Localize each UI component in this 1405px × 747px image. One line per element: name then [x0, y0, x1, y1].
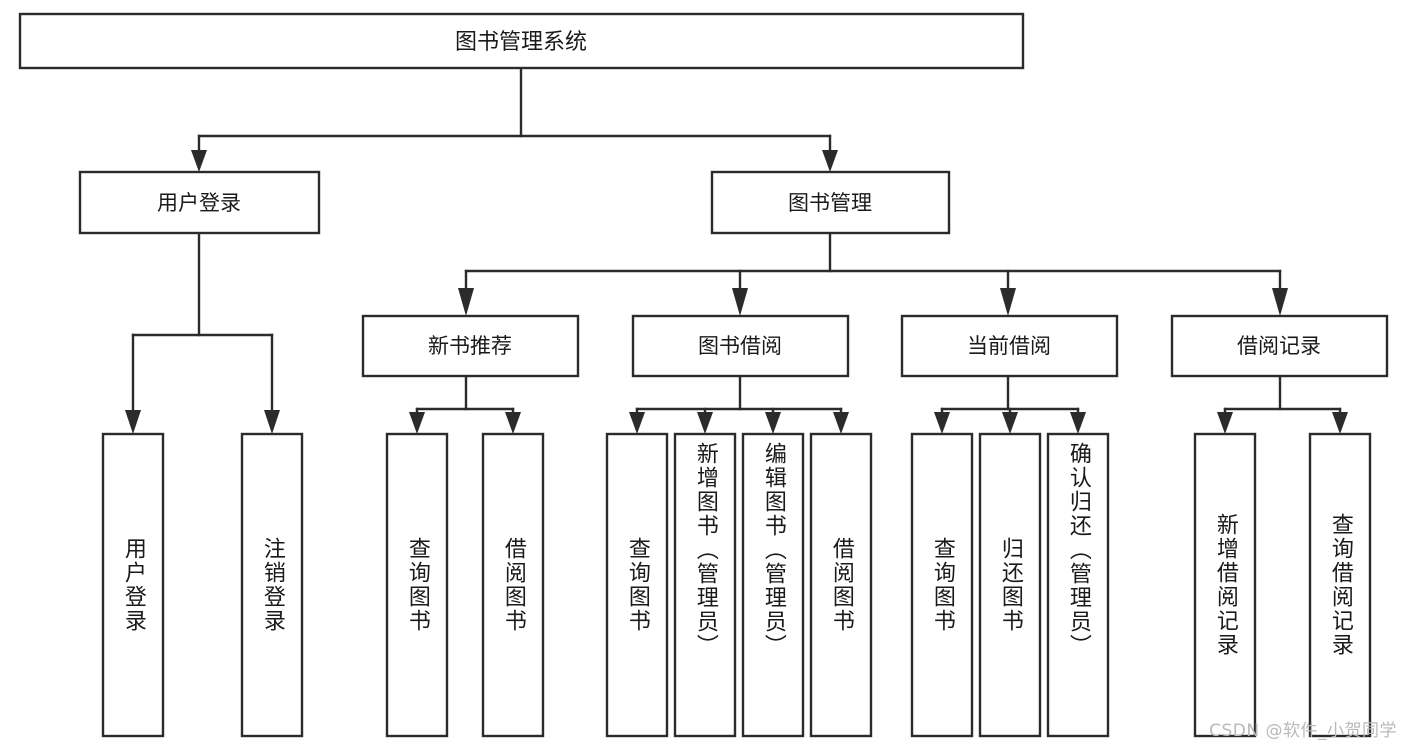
connector-group-new-book-recommend [409, 374, 521, 434]
node-user-login-label: 用户登录 [157, 191, 241, 215]
connector-group-book-manage [458, 231, 1288, 316]
node-book-manage-label: 图书管理 [788, 191, 872, 215]
connector-group-borrow-record [1217, 374, 1348, 434]
arrowhead-leaf-confirm-return [1070, 412, 1086, 434]
node-borrow-record-label: 借阅记录 [1237, 334, 1321, 358]
node-borrow-record[interactable]: 借阅记录 [1170, 314, 1389, 378]
node-book-borrow[interactable]: 图书借阅 [631, 314, 850, 378]
arrowhead-leaf-query-book-1 [409, 412, 425, 434]
arrowhead-leaf-query-book-2 [629, 412, 645, 434]
arrowhead-current-borrow [1000, 288, 1016, 316]
arrowhead-borrow-record [1272, 288, 1288, 316]
node-user-login-box[interactable] [78, 170, 321, 235]
leaf-box-user-login[interactable] [101, 432, 165, 738]
connector-group-root [191, 66, 838, 172]
arrowhead-leaf-add-record [1217, 412, 1233, 434]
node-book-borrow-box[interactable] [631, 314, 850, 378]
node-new-book-recommend-box[interactable] [361, 314, 580, 378]
leaf-box-query-book-1[interactable] [385, 432, 449, 738]
connector-group-user-login [125, 231, 280, 434]
node-book-manage[interactable]: 图书管理 [710, 170, 951, 235]
arrowhead-book-borrow [732, 288, 748, 316]
csdn-watermark: CSDN @软件_小贺同学 [1209, 721, 1397, 741]
node-book-borrow-label: 图书借阅 [698, 334, 782, 358]
leaf-box-query-book-3[interactable] [910, 432, 974, 738]
leaf-box-return-book[interactable] [978, 432, 1042, 738]
arrowhead-leaf-borrow-book-2 [833, 412, 849, 434]
node-current-borrow[interactable]: 当前借阅 [900, 314, 1119, 378]
leaf-box-query-book-2[interactable] [605, 432, 669, 738]
leaf-box-borrow-book-2[interactable] [809, 432, 873, 738]
arrowhead-book-manage [822, 150, 838, 172]
arrowhead-user-login [191, 150, 207, 172]
arrowhead-new-book-recommend [458, 288, 474, 316]
arrowhead-leaf-query-book-3 [934, 412, 950, 434]
leaf-box-logout[interactable] [240, 432, 304, 738]
node-new-book-recommend[interactable]: 新书推荐 [361, 314, 580, 378]
node-book-manage-box[interactable] [710, 170, 951, 235]
leaf-box-borrow-book-1[interactable] [481, 432, 545, 738]
arrowhead-leaf-borrow-book-1 [505, 412, 521, 434]
connector-group-current-borrow [934, 374, 1086, 434]
arrowhead-leaf-return-book [1002, 412, 1018, 434]
arrowhead-leaf-user-login [125, 410, 141, 434]
connector-group-book-borrow [629, 374, 849, 434]
leaf-box-edit-book[interactable] [741, 432, 805, 738]
node-user-login[interactable]: 用户登录 [78, 170, 321, 235]
node-root-label: 图书管理系统 [455, 30, 587, 55]
leaf-box-add-record[interactable] [1193, 432, 1257, 738]
arrowhead-leaf-add-book [697, 412, 713, 434]
leaf-box-confirm-return[interactable] [1046, 432, 1110, 738]
node-borrow-record-box[interactable] [1170, 314, 1389, 378]
node-root[interactable]: 图书管理系统 [18, 12, 1025, 70]
leaf-boxes [101, 432, 1372, 738]
leaf-box-query-record[interactable] [1308, 432, 1372, 738]
arrowhead-leaf-query-record [1332, 412, 1348, 434]
node-current-borrow-label: 当前借阅 [967, 334, 1051, 358]
arrowhead-leaf-logout [264, 410, 280, 434]
node-root-box[interactable] [18, 12, 1025, 70]
leaf-box-add-book[interactable] [673, 432, 737, 738]
arrowhead-leaf-edit-book [765, 412, 781, 434]
node-current-borrow-box[interactable] [900, 314, 1119, 378]
node-new-book-recommend-label: 新书推荐 [428, 334, 512, 358]
